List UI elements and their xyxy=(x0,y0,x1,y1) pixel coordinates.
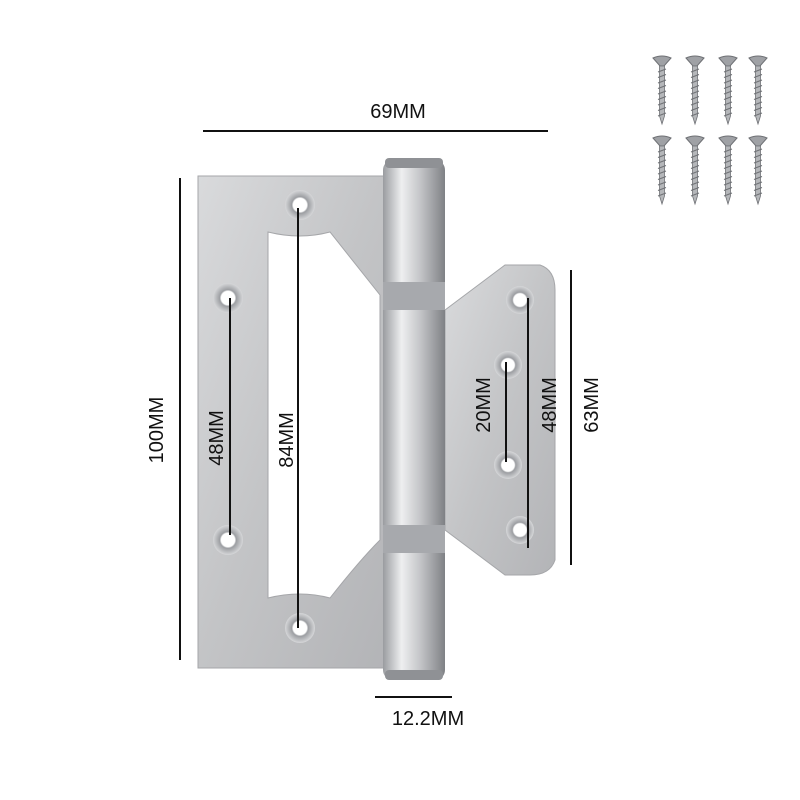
left-leaf-holes xyxy=(213,190,315,643)
screw-icon xyxy=(748,135,768,206)
left-holes-label: 48MM xyxy=(206,410,228,466)
left-outer-holes-label: 84MM xyxy=(276,412,298,468)
width-label: 69MM xyxy=(370,101,426,123)
knuckle-diameter-label: 12.2MM xyxy=(392,708,464,730)
screw-icon xyxy=(748,55,768,126)
screw-icon xyxy=(718,55,738,126)
dimension-lines xyxy=(179,130,572,698)
height-label: 100MM xyxy=(146,397,168,464)
screw-icon xyxy=(685,135,705,206)
screw-icon xyxy=(652,55,672,126)
right-outer-holes-label: 48MM xyxy=(539,377,561,433)
screw-icon xyxy=(652,135,672,206)
right-leaf-height-label: 63MM xyxy=(581,377,603,433)
right-inner-holes-label: 20MM xyxy=(473,377,495,433)
screw-icon xyxy=(685,55,705,126)
screw-icon xyxy=(718,135,738,206)
screws-group xyxy=(652,55,768,206)
hinge-knuckle xyxy=(383,158,445,680)
